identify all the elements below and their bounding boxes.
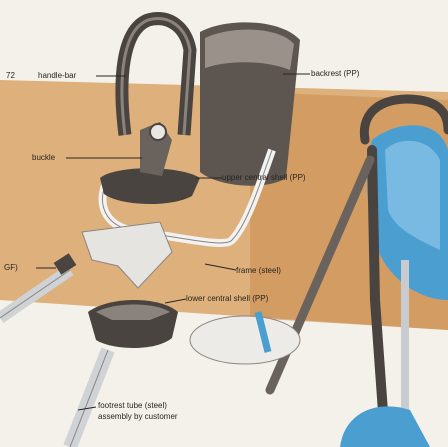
footrest-assembly-label: assembly by customer [98, 412, 178, 422]
bottom-blue-strap [340, 406, 430, 447]
lower-white-seat [190, 316, 300, 364]
buckle-label: buckle [32, 153, 55, 163]
backrest-label: backrest (PP) [311, 69, 359, 79]
lower-central-shell-label: lower central shell (PP) [186, 294, 268, 304]
gf-label: GF) [4, 263, 18, 273]
footrest-tube-outline [70, 350, 108, 447]
upper-central-shell-label: upper central shell (PP) [222, 173, 306, 183]
frame-label: frame (steel) [236, 266, 281, 276]
footrest-tube-label: footrest tube (steel) [98, 401, 167, 411]
page-number-label: 72 [6, 71, 15, 81]
handle-bar-label: handle-bar [38, 71, 76, 81]
buckle-clip [150, 124, 166, 140]
